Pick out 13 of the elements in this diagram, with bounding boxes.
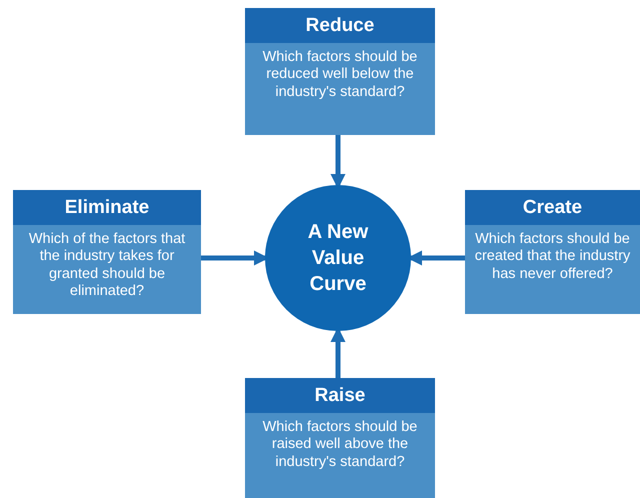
box-heading: Create: [465, 190, 640, 225]
box-heading: Raise: [245, 378, 435, 413]
circle-label: A New Value Curve: [306, 220, 370, 297]
process-box: [13, 190, 201, 314]
box-text: Which factors should be raised well above the industry's standard?: [262, 418, 418, 472]
process-box: [245, 8, 435, 135]
process-box: [245, 378, 435, 498]
box-heading: Reduce: [245, 8, 435, 43]
box-text: Which of the factors that the industry takes for granted should be eliminated?: [28, 230, 186, 302]
box-text: Which factors should be reduced well below the industry's standard?: [262, 48, 418, 102]
process-box: [465, 190, 640, 314]
box-text: Which factors should be created that the industry has never offered?: [474, 230, 632, 284]
box-heading: Eliminate: [13, 190, 201, 225]
